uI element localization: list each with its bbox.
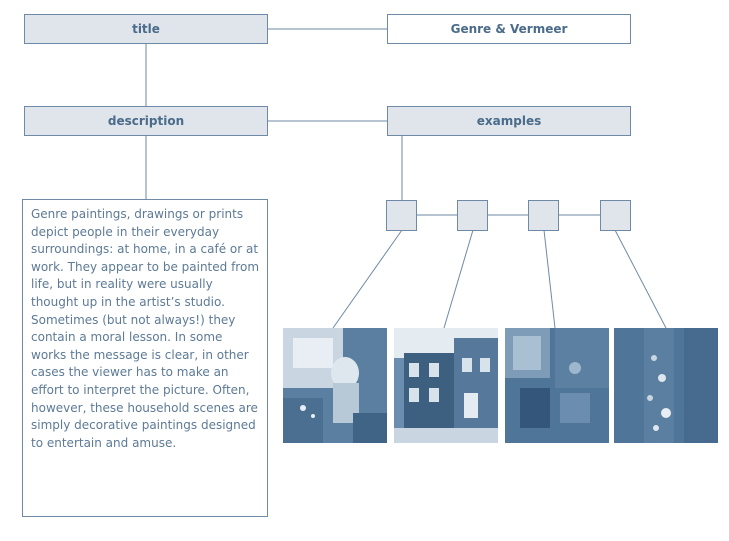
example-node-2 xyxy=(457,200,488,231)
example-painting-4 xyxy=(614,328,718,443)
examples-node-label: examples xyxy=(476,114,542,128)
title-value-label: Genre & Vermeer xyxy=(450,22,568,36)
description-node-label: description xyxy=(107,114,185,128)
title-node: title xyxy=(24,14,268,44)
description-node: description xyxy=(24,106,268,136)
example-node-4 xyxy=(600,200,631,231)
example-painting-1 xyxy=(283,328,387,443)
title-node-label: title xyxy=(132,22,160,36)
example-painting-2 xyxy=(394,328,498,443)
description-text-box: Genre paintings, drawings or prints depi… xyxy=(22,199,268,517)
description-text: Genre paintings, drawings or prints depi… xyxy=(31,207,260,450)
example-node-3 xyxy=(528,200,559,231)
examples-node: examples xyxy=(387,106,631,136)
example-node-1 xyxy=(386,200,417,231)
example-painting-3 xyxy=(505,328,609,443)
title-value-node: Genre & Vermeer xyxy=(387,14,631,44)
